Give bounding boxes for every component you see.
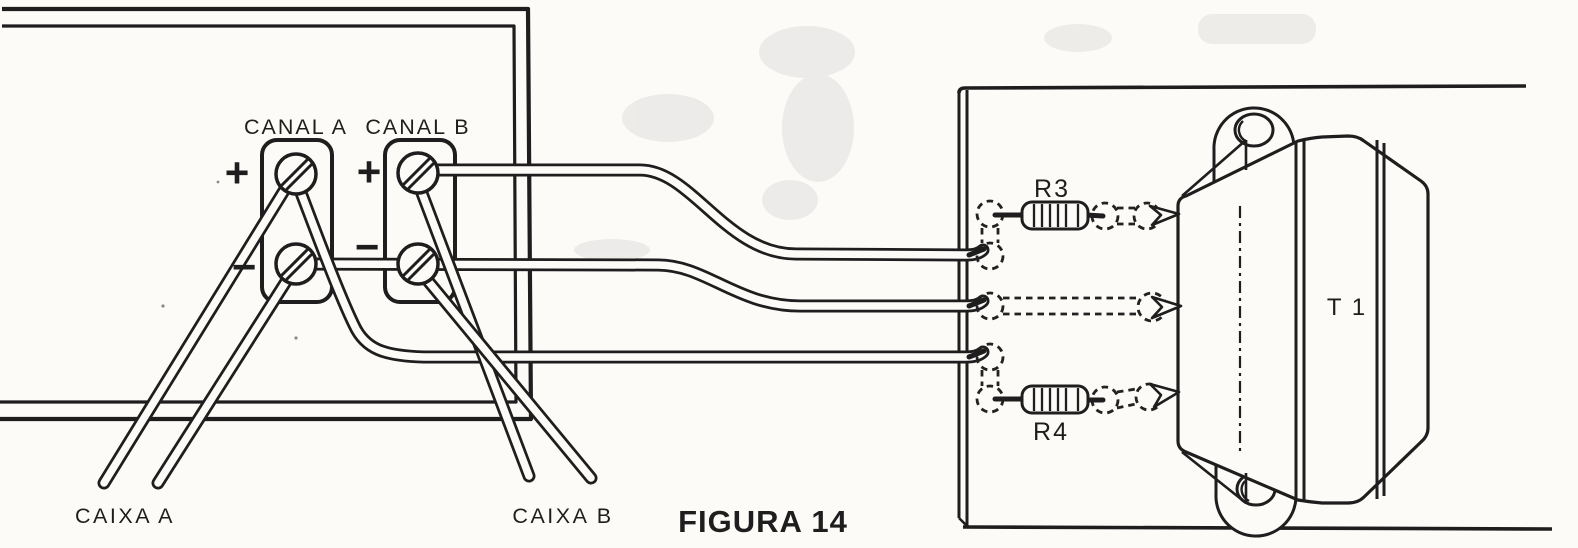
transformer-lug-top bbox=[1148, 204, 1181, 227]
label-canal-a: CANAL A bbox=[244, 115, 348, 139]
resistor-r3-body bbox=[1020, 200, 1090, 231]
screw-terminals bbox=[274, 151, 440, 286]
figure-caption: FIGURA 14 bbox=[678, 504, 848, 539]
mount-hole-top bbox=[1233, 112, 1275, 148]
polarity-minus-canal-b: − bbox=[355, 223, 380, 270]
transformer-t1: T 1 bbox=[1176, 134, 1430, 505]
label-t1: T 1 bbox=[1327, 294, 1367, 321]
screw-terminal-a-minus bbox=[274, 242, 318, 286]
transformer-lug-middle bbox=[1150, 295, 1183, 320]
speaker-wire-caixa-a-right bbox=[151, 262, 301, 490]
label-r3: R3 bbox=[1034, 175, 1070, 203]
label-caixa-b: CAIXA B bbox=[512, 504, 613, 528]
screw-terminal-b-minus bbox=[396, 242, 440, 286]
scan-showthrough-artifacts bbox=[574, 14, 1316, 261]
screw-terminal-b-plus bbox=[396, 151, 440, 195]
amplifier-panel-inner-edge bbox=[0, 24, 518, 404]
amplifier-panel bbox=[0, 6, 534, 422]
resistor-r4-body bbox=[1020, 384, 1090, 415]
transformer-lug-bottom bbox=[1148, 382, 1181, 409]
transformer-lugs bbox=[1148, 204, 1183, 409]
label-r4: R4 bbox=[1033, 418, 1069, 446]
strap-fold-top bbox=[1181, 139, 1247, 197]
solder-pad-top-wire bbox=[975, 241, 1005, 271]
polarity-plus-canal-a: + bbox=[225, 149, 250, 196]
paper-specks bbox=[161, 180, 298, 340]
wire-tips bbox=[966, 246, 987, 360]
polarity-plus-canal-b: + bbox=[357, 148, 382, 195]
resistor-r3: R3 bbox=[992, 175, 1106, 231]
solder-pad-middle-wire bbox=[975, 291, 1005, 321]
amplifier-panel-outer-edge bbox=[0, 6, 534, 422]
polarity-minus-canal-a: − bbox=[232, 243, 257, 290]
screw-terminal-a-plus bbox=[274, 152, 318, 196]
strap-fold-bottom bbox=[1181, 450, 1247, 505]
solder-pad-bottom-wire bbox=[975, 342, 1005, 372]
speaker-wire-caixa-b-right bbox=[412, 263, 598, 485]
speaker-wire-caixa-a-left bbox=[97, 174, 297, 490]
label-canal-b: CANAL B bbox=[365, 115, 470, 139]
label-caixa-a: CAIXA A bbox=[75, 504, 175, 528]
board-corner-chamfer bbox=[958, 517, 968, 527]
resistor-r4: R4 bbox=[992, 384, 1106, 446]
